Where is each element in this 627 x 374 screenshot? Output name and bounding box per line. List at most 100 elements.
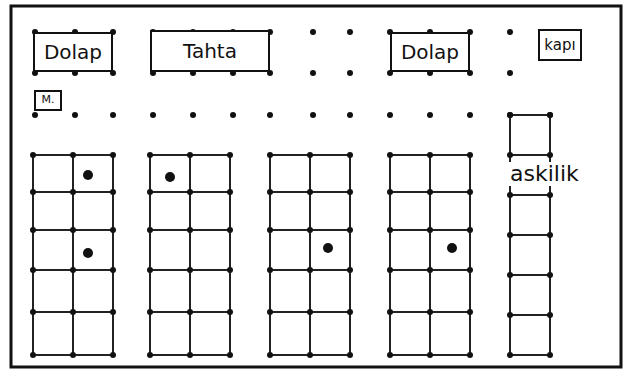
furniture-box: Tahta	[150, 30, 270, 72]
grid-dot	[30, 227, 36, 233]
grid-dot	[507, 232, 513, 238]
node-text: Dolap	[44, 41, 102, 63]
grid-dot	[507, 29, 513, 35]
grid-dot	[427, 189, 433, 195]
grid-dot	[187, 309, 193, 315]
grid-dot	[507, 70, 513, 76]
grid-dot	[507, 312, 513, 318]
desk-grids	[33, 115, 550, 355]
grid-dot	[227, 352, 233, 358]
grid-dot	[83, 170, 93, 180]
grid-dot	[30, 189, 36, 195]
grid-dot	[187, 189, 193, 195]
grid-line	[72, 155, 74, 355]
grid-dot	[547, 192, 553, 198]
grid-dot	[447, 243, 457, 253]
grid-line	[510, 234, 550, 236]
grid-dot	[310, 112, 316, 118]
grid-dot	[387, 112, 393, 118]
grid-dot	[507, 192, 513, 198]
grid-line	[389, 155, 391, 355]
grid-dot	[307, 189, 313, 195]
grid-dot	[110, 267, 116, 273]
grid-dot	[227, 227, 233, 233]
grid-dot	[467, 352, 473, 358]
grid-dot	[110, 227, 116, 233]
grid-dot	[70, 267, 76, 273]
grid-dot	[347, 70, 353, 76]
grid-line	[429, 155, 431, 355]
grid-dot	[547, 312, 553, 318]
grid-dot	[347, 267, 353, 273]
grid-dot	[467, 227, 473, 233]
grid-dot	[507, 152, 513, 158]
grid-dot	[147, 227, 153, 233]
grid-dot	[347, 309, 353, 315]
teacher-desk: M.	[34, 90, 62, 111]
grid-dot	[30, 152, 36, 158]
grid-dot	[347, 352, 353, 358]
grid-dot	[307, 309, 313, 315]
grid-dot	[227, 152, 233, 158]
outer-frame	[11, 6, 621, 367]
grid-dot	[30, 309, 36, 315]
grid-line	[149, 155, 151, 355]
grid-line	[189, 155, 191, 355]
grid-dot	[110, 189, 116, 195]
node-text: M.	[42, 94, 55, 106]
grid-dot	[387, 189, 393, 195]
grid-dot	[427, 267, 433, 273]
grid-dot	[30, 267, 36, 273]
grid-dot	[70, 189, 76, 195]
grid-dot	[507, 352, 513, 358]
grid-dots	[30, 29, 553, 358]
grid-dot	[307, 152, 313, 158]
grid-line	[510, 314, 550, 316]
grid-dot	[110, 112, 116, 118]
grid-line	[32, 155, 34, 355]
grid-dot	[547, 112, 553, 118]
grid-dot	[267, 267, 273, 273]
grid-dot	[467, 267, 473, 273]
grid-dot	[70, 152, 76, 158]
grid-dot	[267, 189, 273, 195]
grid-dot	[110, 352, 116, 358]
grid-dot	[427, 352, 433, 358]
grid-dot	[507, 112, 513, 118]
node-text: Tahta	[183, 40, 237, 62]
grid-dot	[267, 112, 273, 118]
grid-dot	[227, 267, 233, 273]
grid-dot	[147, 152, 153, 158]
grid-dot	[187, 267, 193, 273]
grid-dot	[347, 189, 353, 195]
grid-dot	[227, 189, 233, 195]
grid-dot	[307, 227, 313, 233]
grid-dot	[467, 189, 473, 195]
grid-dot	[467, 309, 473, 315]
grid-dot	[507, 112, 513, 118]
grid-dot	[467, 112, 473, 118]
door-box: kapı	[538, 29, 582, 61]
grid-dot	[70, 352, 76, 358]
node-text: kapı	[544, 37, 575, 54]
grid-dot	[547, 152, 553, 158]
grid-line	[112, 155, 114, 355]
grid-dot	[83, 248, 93, 258]
grid-line	[510, 274, 550, 276]
grid-line	[349, 155, 351, 355]
grid-dot	[150, 112, 156, 118]
grid-dot	[387, 267, 393, 273]
grid-dot	[187, 352, 193, 358]
grid-dot	[32, 112, 38, 118]
grid-dot	[110, 309, 116, 315]
grid-dot	[147, 352, 153, 358]
grid-dot	[547, 272, 553, 278]
grid-dot	[110, 152, 116, 158]
grid-dot	[227, 309, 233, 315]
grid-dot	[347, 227, 353, 233]
grid-dot	[347, 29, 353, 35]
grid-dot	[427, 152, 433, 158]
grid-dot	[427, 309, 433, 315]
grid-line	[229, 155, 231, 355]
grid-dot	[427, 227, 433, 233]
